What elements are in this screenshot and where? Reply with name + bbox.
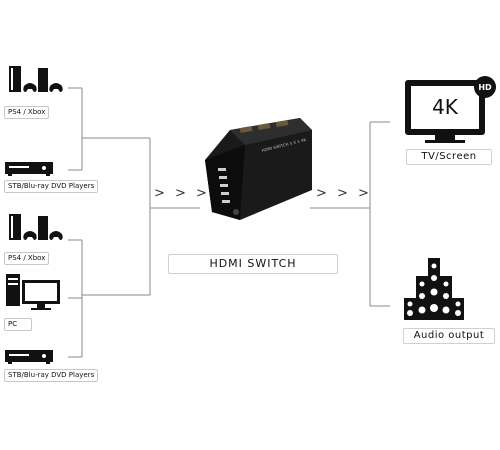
source-label-stb-bluray-1: STB/Blu-ray DVD Players: [4, 180, 99, 193]
arrows-right: > > >: [316, 186, 372, 201]
output-label-tv-screen: TV/Screen: [406, 149, 492, 165]
tv-4k-icon: HD 4K: [405, 76, 496, 143]
output-label-audio: Audio output: [403, 328, 495, 344]
source-label-pc: PC: [4, 318, 32, 331]
game-console-icon: [9, 66, 63, 92]
dvd-player-icon: [5, 350, 53, 364]
tv-screen-text: 4K: [432, 95, 459, 119]
desktop-pc-icon: [6, 274, 60, 310]
arrows-left: > > >: [154, 186, 210, 201]
source-label-stb-bluray-2: STB/Blu-ray DVD Players: [4, 369, 99, 382]
speaker-system-icon: [404, 258, 464, 320]
hd-badge: HD: [478, 83, 492, 92]
device-name-label: HDMI SWITCH: [168, 254, 338, 274]
hdmi-switch-device-icon: HDMI SWITCH 5 X 1 4K: [205, 118, 312, 220]
game-console-icon: [9, 214, 63, 240]
dvd-player-icon: [5, 162, 53, 176]
source-label-ps4-xbox-2: PS4 / Xbox: [4, 252, 50, 265]
source-label-ps4-xbox-1: PS4 / Xbox: [4, 106, 50, 119]
